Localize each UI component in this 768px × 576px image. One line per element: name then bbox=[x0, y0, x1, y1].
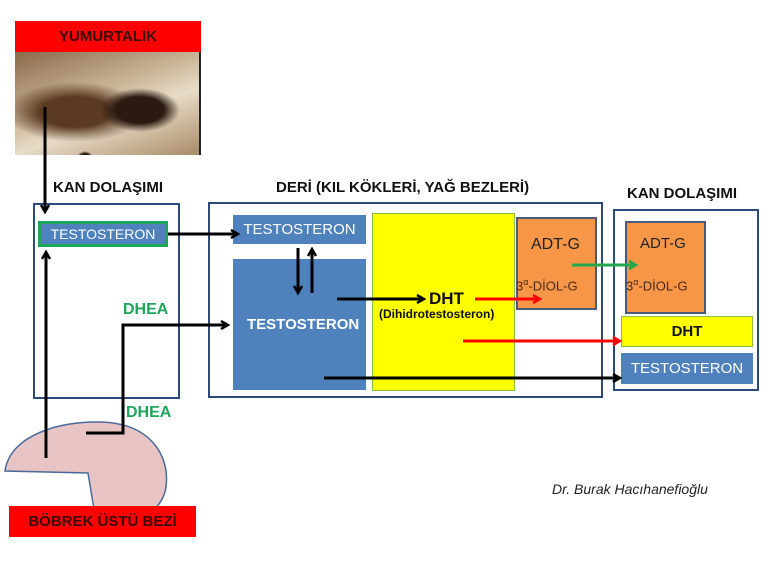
right-adtg-label: ADT-G bbox=[640, 235, 686, 252]
skin-section-title: DERİ (KIL KÖKLERİ, YAĞ BEZLERİ) bbox=[276, 179, 530, 196]
right-dht-label: DHT bbox=[671, 323, 703, 340]
skin-diol-prefix: 3 bbox=[516, 278, 524, 294]
dhea-lower-label: DHEA bbox=[126, 404, 172, 421]
right-diol-label: 3α-DİOL-G bbox=[626, 277, 688, 293]
skin-dht-label: DHT bbox=[429, 289, 464, 308]
skin-adtg-label: ADT-G bbox=[531, 236, 580, 253]
dhea-upper-label: DHEA bbox=[123, 301, 169, 318]
author-credit: Dr. Burak Hacıhanefioğlu bbox=[552, 481, 708, 497]
right-diol-prefix: 3 bbox=[626, 278, 634, 294]
skin-diol-label: 3α-DİOL-G bbox=[516, 277, 578, 293]
skin-testosterone-main-label: TESTOSTERON bbox=[247, 316, 360, 333]
skin-testosterone-main-box: TESTOSTERON bbox=[233, 259, 366, 390]
ovary-label: YUMURTALIK bbox=[15, 21, 201, 52]
adrenal-label: BÖBREK ÜSTÜ BEZİ bbox=[9, 506, 196, 537]
skin-dht-box bbox=[372, 213, 515, 391]
right-dht-box: DHT bbox=[621, 316, 753, 347]
right-testosterone-box: TESTOSTERON bbox=[621, 353, 753, 384]
skin-dht-fullname: (Dihidrotestosteron) bbox=[379, 307, 495, 321]
right-diol-rest: -DİOL-G bbox=[638, 278, 688, 294]
skin-testosterone-top-box: TESTOSTERON bbox=[233, 215, 366, 244]
right-section-title: KAN DOLAŞIMI bbox=[627, 185, 737, 202]
adrenal-gland-shape bbox=[4, 421, 168, 515]
skin-frame bbox=[208, 202, 603, 398]
left-section-title: KAN DOLAŞIMI bbox=[53, 179, 163, 196]
right-metabolite-box bbox=[625, 221, 706, 314]
left-testosterone-box: TESTOSTERON bbox=[38, 221, 168, 247]
skin-metabolite-box bbox=[516, 217, 597, 310]
right-blood-frame bbox=[613, 209, 759, 391]
skin-diol-alpha: α bbox=[523, 277, 529, 287]
right-diol-alpha: α bbox=[633, 277, 639, 287]
ovary-ultrasound-image bbox=[15, 52, 201, 155]
skin-diol-rest: -DİOL-G bbox=[528, 278, 578, 294]
